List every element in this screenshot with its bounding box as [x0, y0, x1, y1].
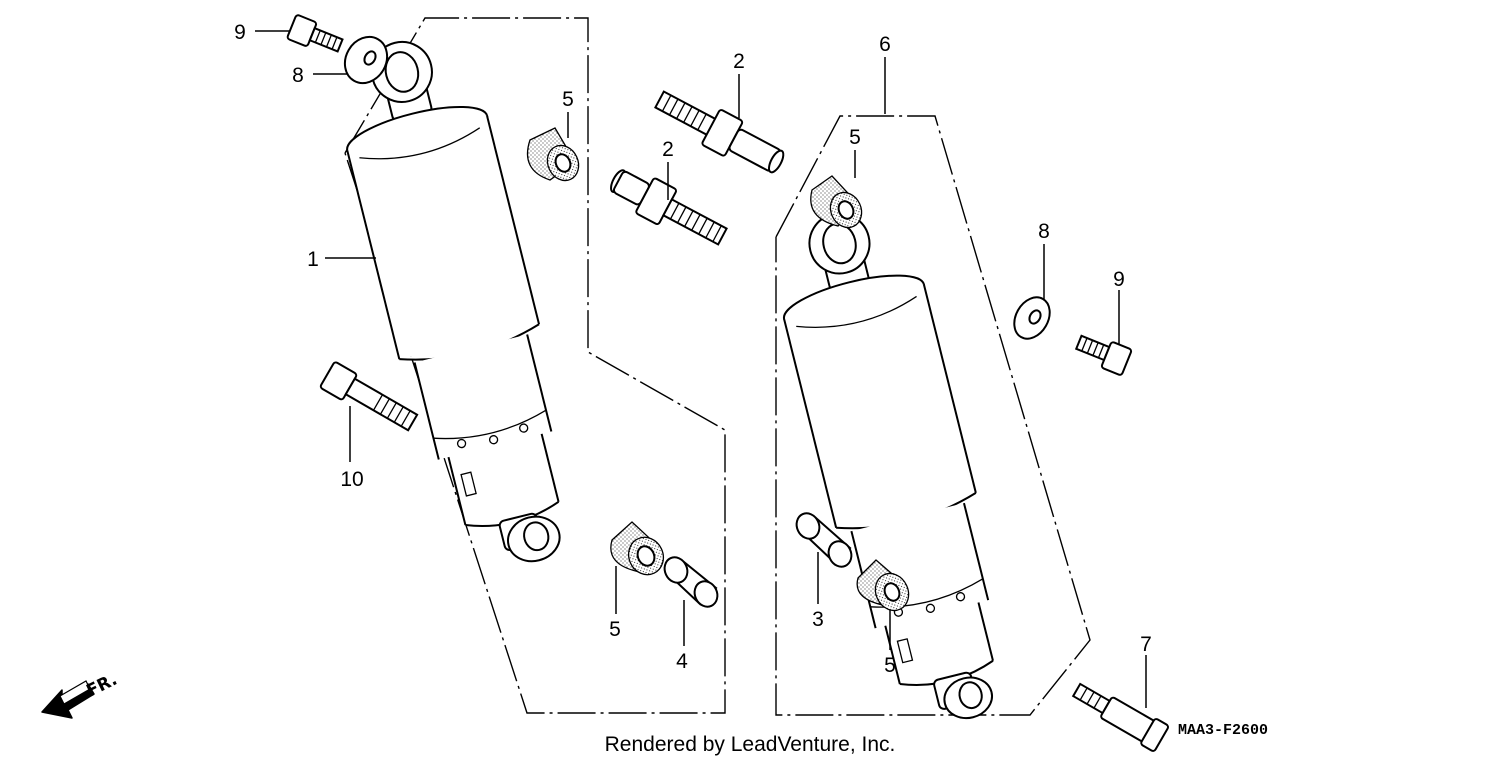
- group-outline-right: [775, 115, 1091, 716]
- callout-5-upper-left: 5: [562, 88, 574, 111]
- front-direction-arrow-icon: [41, 680, 95, 719]
- callout-8-left: 8: [292, 64, 304, 87]
- callout-5-lower-right: 5: [884, 654, 896, 677]
- front-marker-label: FR.: [83, 670, 120, 702]
- callout-1: 1: [307, 248, 319, 271]
- callout-9-left: 9: [234, 21, 246, 44]
- callout-10: 10: [340, 468, 363, 491]
- bolt-10: [319, 361, 419, 432]
- bushing-5-lower-left: [610, 521, 665, 576]
- bushing-5-upper-left: [526, 127, 580, 182]
- bushing-5-upper-right: [810, 175, 863, 229]
- callout-2-upper: 2: [733, 50, 745, 73]
- callout-5-lower-left: 5: [609, 618, 621, 641]
- callout-9-right: 9: [1113, 268, 1125, 291]
- callout-4: 4: [676, 650, 688, 673]
- shock-absorber-left: [346, 40, 561, 563]
- bolt-9-left: [286, 14, 344, 53]
- bolt-9-right: [1074, 334, 1133, 376]
- bushing-5-lower-right: [856, 559, 910, 612]
- callout-5-upper-right: 5: [849, 126, 861, 149]
- callout-6: 6: [879, 33, 891, 56]
- washer-8-right: [1013, 296, 1051, 340]
- washer-8-left: [343, 35, 389, 85]
- callout-2-lower: 2: [662, 138, 674, 161]
- callout-3: 3: [812, 608, 824, 631]
- callout-7: 7: [1140, 633, 1152, 656]
- group-outline-left: [344, 17, 726, 714]
- bolt-7: [1071, 682, 1169, 752]
- stud-bolt-2-upper: [654, 90, 785, 174]
- diagram-code: MAA3-F2600: [1178, 722, 1268, 739]
- collar-3: [795, 512, 853, 568]
- leader-lines: [255, 30, 1147, 708]
- credit-line: Rendered by LeadVenture, Inc.: [605, 733, 896, 756]
- collar-4: [663, 556, 719, 608]
- callout-8-right: 8: [1038, 220, 1050, 243]
- stud-bolt-2-lower: [610, 169, 728, 246]
